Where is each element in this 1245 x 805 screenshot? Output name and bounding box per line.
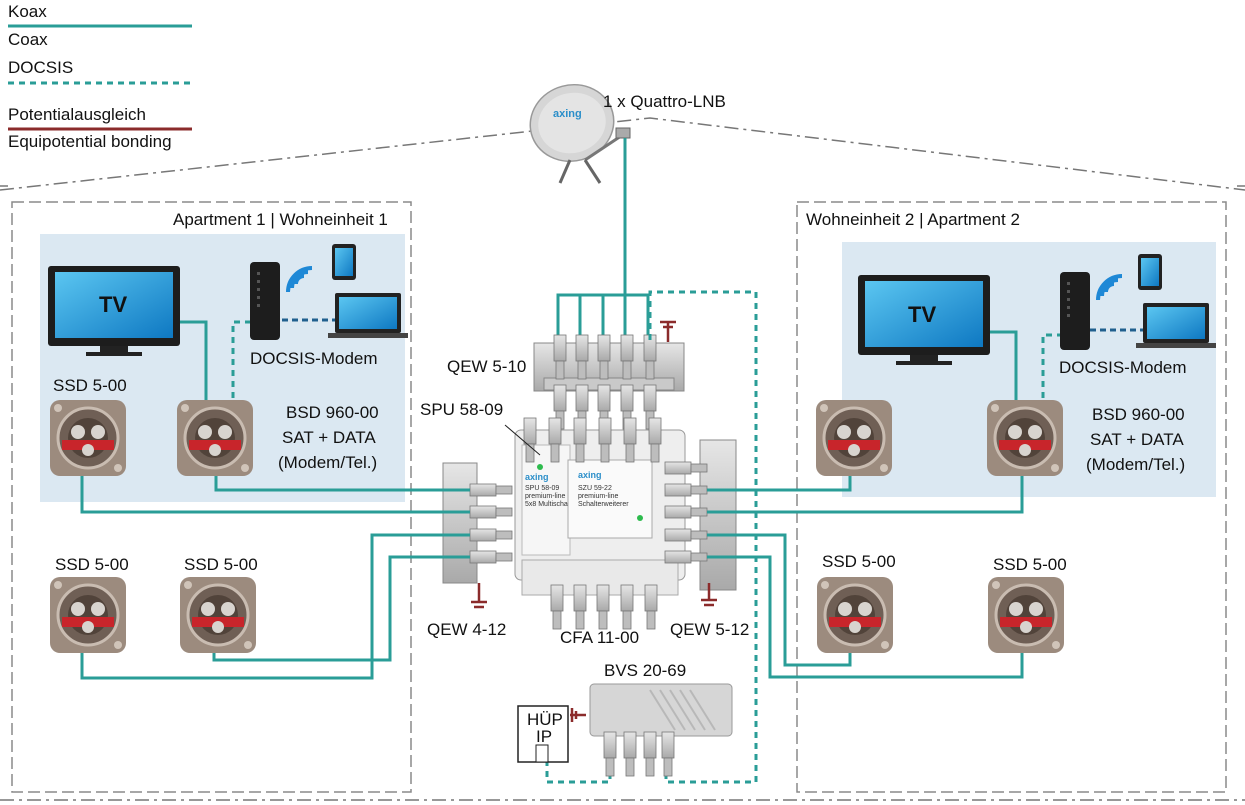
spu-leader-line bbox=[504, 424, 541, 456]
ground-icon-top bbox=[660, 320, 676, 342]
docsis-center-cable bbox=[648, 290, 758, 784]
ground-icon-hup bbox=[570, 708, 586, 722]
bvs-amplifier bbox=[589, 683, 733, 777]
lan-cables bbox=[282, 318, 1143, 332]
tablet-icon-apt2 bbox=[1138, 254, 1162, 290]
bsd-label-apt1: BSD 960-00 bbox=[286, 403, 379, 422]
legend-coax: Coax bbox=[8, 30, 48, 49]
house-outline bbox=[0, 117, 1245, 191]
ssd-socket-apt2-a bbox=[814, 398, 894, 478]
apartment2-border bbox=[796, 201, 1227, 793]
spu-brand: axing bbox=[525, 472, 549, 482]
szu-sub2: Schalterweiterer bbox=[578, 501, 629, 508]
ssd-socket-apt1-a bbox=[48, 398, 128, 478]
qew512-label: QEW 5-12 bbox=[670, 620, 749, 639]
ssd-label-apt1-c: SSD 5-00 bbox=[184, 555, 258, 574]
qew412-label: QEW 4-12 bbox=[427, 620, 506, 639]
bsd-line2-apt1: SAT + DATA bbox=[282, 428, 376, 447]
qew-5-10-unit bbox=[533, 334, 685, 430]
hup-box: HÜP IP bbox=[517, 705, 569, 763]
wifi-icon-apt2 bbox=[1096, 274, 1123, 301]
wifi-icon-apt1 bbox=[286, 266, 313, 293]
bsd-line3-apt1: (Modem/Tel.) bbox=[278, 453, 377, 472]
bsd-line3-apt2: (Modem/Tel.) bbox=[1086, 455, 1185, 474]
satellite-dish-icon: axing bbox=[529, 83, 631, 184]
lnb-cables bbox=[556, 138, 650, 340]
szu-model: SZU 59-22 bbox=[578, 485, 612, 492]
modem-icon-apt2 bbox=[1060, 272, 1090, 350]
multiswitch-spu: axing SPU 58-09 premium-line 5x8 Multisc… bbox=[514, 417, 686, 630]
docsis-hup-cable bbox=[545, 762, 612, 784]
hup-line2: IP bbox=[536, 727, 552, 746]
apartment1-border bbox=[11, 201, 412, 793]
tablet-icon-apt1 bbox=[332, 244, 356, 280]
modem-icon-apt1 bbox=[250, 262, 280, 340]
legend-docsis: DOCSIS bbox=[8, 58, 73, 77]
cfa-label: CFA 11-00 bbox=[560, 628, 639, 647]
tv-label-apt2: TV bbox=[908, 302, 936, 327]
spu-sub: premium-line bbox=[525, 493, 566, 500]
ssd-label-apt1-a: SSD 5-00 bbox=[53, 376, 127, 395]
lnb-label: 1 x Quattro-LNB bbox=[603, 92, 726, 111]
laptop-icon-apt1 bbox=[328, 293, 408, 338]
bsd-label-apt2: BSD 960-00 bbox=[1092, 405, 1185, 424]
bsd-socket-apt2 bbox=[985, 398, 1065, 478]
ssd-socket-apt2-c bbox=[986, 575, 1066, 655]
qew510-label: QEW 5-10 bbox=[447, 357, 526, 376]
legend-equipotential: Equipotential bonding bbox=[8, 132, 172, 151]
modem-label-apt1: DOCSIS-Modem bbox=[250, 349, 378, 368]
modem-label-apt2: DOCSIS-Modem bbox=[1059, 358, 1187, 377]
laptop-icon-apt2 bbox=[1136, 303, 1216, 348]
ssd-socket-apt2-b bbox=[815, 575, 895, 655]
bsd-socket-apt1 bbox=[175, 398, 255, 478]
qew-4-12-unit bbox=[442, 462, 513, 584]
bsd-line2-apt2: SAT + DATA bbox=[1090, 430, 1184, 449]
spu-model: SPU 58-09 bbox=[525, 485, 559, 492]
qew-5-12-unit bbox=[664, 439, 737, 591]
legend-koax: Koax bbox=[8, 2, 47, 21]
ssd-socket-apt1-b bbox=[48, 575, 128, 655]
legend: Koax Coax DOCSIS Potentialausgleich Equi… bbox=[8, 2, 192, 151]
tv-icon-apt2 bbox=[858, 275, 990, 365]
ssd-label-apt2-a: SSD 5-00 bbox=[822, 552, 896, 571]
ssd-label-apt1-b: SSD 5-00 bbox=[55, 555, 129, 574]
hup-line1: HÜP bbox=[527, 710, 563, 729]
legend-potentialausgleich: Potentialausgleich bbox=[8, 105, 146, 124]
bvs-label: BVS 20-69 bbox=[604, 661, 686, 680]
tv-icon-apt1 bbox=[48, 266, 180, 356]
spu-sub2: 5x8 Multischalter bbox=[525, 501, 578, 508]
ground-icon-right bbox=[701, 583, 717, 607]
ssd-label-apt2-b: SSD 5-00 bbox=[993, 555, 1067, 574]
apartment1-title: Apartment 1 | Wohneinheit 1 bbox=[173, 210, 388, 229]
ssd-socket-apt1-c bbox=[178, 575, 258, 655]
tv-label-apt1: TV bbox=[99, 292, 127, 317]
ground-icon-left bbox=[471, 583, 487, 609]
spu-label: SPU 58-09 bbox=[420, 400, 503, 419]
szu-sub: premium-line bbox=[578, 493, 619, 500]
apartment2-title: Wohneinheit 2 | Apartment 2 bbox=[806, 210, 1020, 229]
szu-brand: axing bbox=[578, 470, 602, 480]
dish-brand: axing bbox=[553, 108, 582, 120]
